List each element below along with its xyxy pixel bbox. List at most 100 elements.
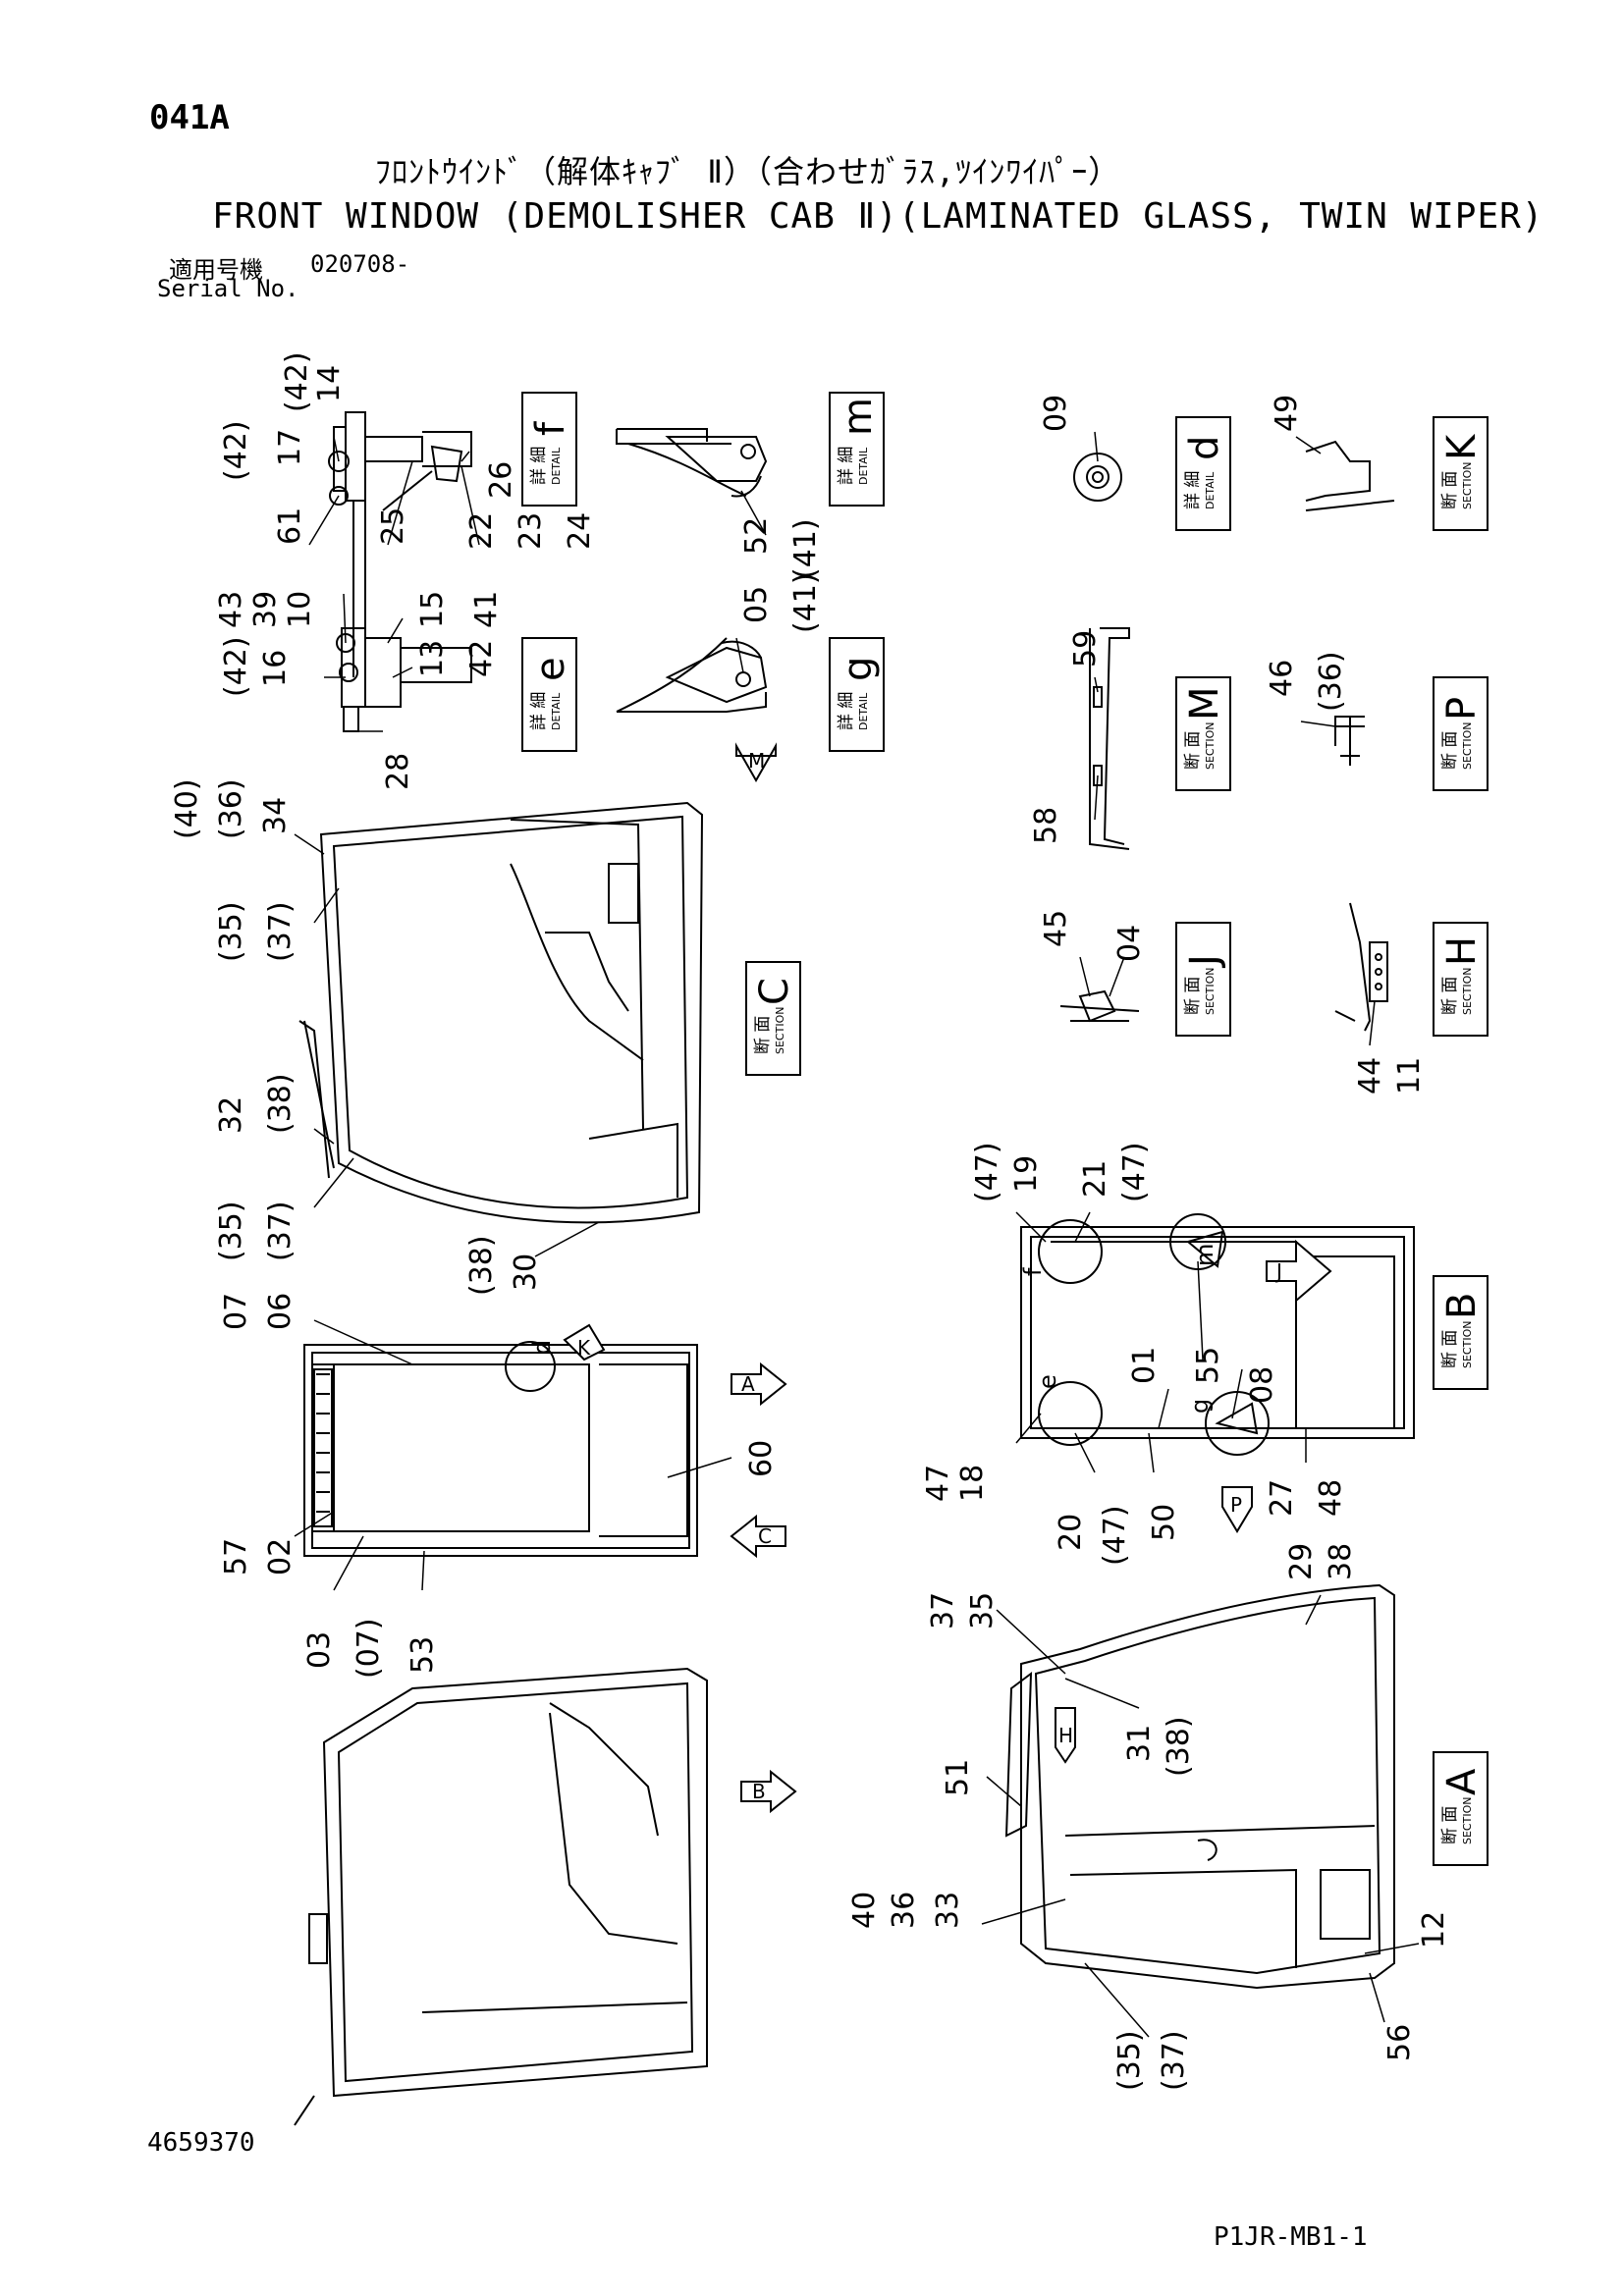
tag-detail-m: m 詳 細 DETAIL — [829, 392, 885, 507]
callout-16: 16 — [258, 650, 293, 687]
marker-d: d — [528, 1340, 556, 1355]
svg-text:e: e — [528, 657, 573, 681]
svg-text:f: f — [528, 421, 573, 436]
callout-26: 26 — [484, 461, 518, 499]
svg-text:C: C — [752, 978, 797, 1005]
callout-25: 25 — [376, 507, 410, 545]
section-j-drawing — [1059, 989, 1140, 1023]
svg-text:J: J — [1182, 954, 1227, 969]
callout-15: 15 — [415, 591, 450, 628]
svg-text:詳 細: 詳 細 — [837, 447, 856, 485]
svg-text:SECTION: SECTION — [1461, 1321, 1474, 1368]
svg-text:B: B — [1439, 1293, 1485, 1319]
callout-36a: (36) — [214, 778, 248, 839]
footer-page-code: P1JR-MB1-1 — [1214, 2222, 1368, 2252]
tag-section-b: B 断 面 SECTION — [1433, 1275, 1489, 1390]
callout-51: 51 — [941, 1759, 975, 1796]
callout-17: 17 — [273, 429, 307, 466]
tag-section-k: K 断 面 SECTION — [1433, 416, 1489, 531]
svg-text:詳 細: 詳 細 — [837, 692, 856, 730]
svg-text:M: M — [1182, 686, 1227, 721]
callout-47c: 47 — [921, 1465, 955, 1502]
detail-e-drawing — [336, 627, 472, 732]
svg-text:断 面: 断 面 — [1440, 471, 1460, 509]
svg-text:詳 細: 詳 細 — [529, 692, 549, 730]
callout-23: 23 — [514, 512, 548, 550]
section-a-drawing — [1004, 1583, 1395, 1990]
callout-19: 19 — [1009, 1155, 1044, 1193]
callout-30: 30 — [509, 1254, 543, 1291]
callout-40b: 40 — [847, 1892, 882, 1929]
svg-text:SECTION: SECTION — [1204, 722, 1217, 770]
svg-text:H: H — [1439, 936, 1485, 966]
callout-37c: 37 — [926, 1592, 960, 1629]
section-c-drawing — [298, 801, 704, 1224]
svg-text:詳 細: 詳 細 — [1183, 471, 1203, 509]
callout-06: 06 — [263, 1293, 298, 1330]
callout-20: 20 — [1054, 1514, 1088, 1551]
callout-35c: 35 — [965, 1592, 1000, 1629]
callout-53: 53 — [406, 1636, 440, 1674]
tag-section-m: M 断 面 SECTION — [1175, 676, 1231, 791]
svg-text:d: d — [1182, 436, 1227, 460]
svg-text:g: g — [836, 657, 881, 681]
serial-value: 020708- — [310, 250, 410, 278]
callout-50: 50 — [1147, 1504, 1181, 1541]
callout-38a: (38) — [263, 1073, 298, 1134]
callout-08: 08 — [1245, 1366, 1279, 1404]
view-label-a: A — [741, 1372, 755, 1396]
callout-42d: 42 — [464, 640, 499, 677]
callout-32: 32 — [214, 1096, 248, 1134]
callout-04: 04 — [1112, 925, 1147, 962]
callout-61: 61 — [273, 507, 307, 545]
callout-02: 02 — [263, 1538, 298, 1575]
callout-47a: (47) — [970, 1142, 1004, 1202]
view-arrow-h — [1055, 1707, 1076, 1764]
callout-03: 03 — [302, 1631, 337, 1669]
callout-09: 09 — [1039, 395, 1073, 432]
detail-g-drawing — [616, 637, 768, 713]
callout-47d: (47) — [1098, 1505, 1132, 1566]
callout-47b: (47) — [1117, 1142, 1152, 1202]
callout-58: 58 — [1029, 807, 1063, 844]
callout-41a: 41 — [469, 591, 504, 628]
svg-text:詳 細: 詳 細 — [529, 447, 549, 485]
callout-21: 21 — [1078, 1160, 1112, 1198]
callout-34: 34 — [258, 797, 293, 834]
callout-41b: (41) — [788, 518, 823, 579]
svg-text:m: m — [836, 398, 881, 436]
title-english: FRONT WINDOW (DEMOLISHER CAB Ⅱ)(LAMINATE… — [212, 196, 1544, 237]
detail-d-drawing — [1073, 453, 1122, 502]
svg-text:DETAIL: DETAIL — [550, 447, 563, 485]
svg-text:A: A — [1439, 1768, 1485, 1795]
callout-33: 33 — [931, 1892, 965, 1929]
serial-label-japanese: 適用号機 — [169, 256, 263, 284]
callout-40a: (40) — [170, 778, 204, 839]
callout-36c: 36 — [887, 1892, 921, 1929]
callout-37a: (37) — [263, 901, 298, 962]
callout-18: 18 — [955, 1465, 990, 1502]
callout-10: 10 — [283, 591, 317, 628]
tag-section-p: P 断 面 SECTION — [1433, 676, 1489, 791]
callout-24: 24 — [563, 512, 597, 550]
callout-56: 56 — [1382, 2024, 1417, 2061]
callout-27: 27 — [1265, 1479, 1299, 1517]
tag-detail-g: g 詳 細 DETAIL — [829, 637, 885, 752]
callout-49: 49 — [1270, 395, 1304, 432]
svg-text:SECTION: SECTION — [1461, 968, 1474, 1015]
callout-38b: (38) — [464, 1235, 499, 1296]
leader-lines — [294, 431, 1420, 2038]
view-label-b: B — [752, 1780, 766, 1803]
section-p-drawing — [1334, 716, 1365, 766]
view-label-k: K — [577, 1336, 591, 1360]
section-k-drawing — [1305, 440, 1395, 511]
callout-29: 29 — [1284, 1543, 1319, 1580]
tag-detail-e: e 詳 細 DETAIL — [521, 637, 577, 752]
svg-text:SECTION: SECTION — [1461, 722, 1474, 770]
callout-42c: (42) — [219, 636, 253, 697]
callout-05: 05 — [739, 586, 774, 623]
view-arrow-c — [730, 1514, 786, 1559]
section-m-drawing — [1089, 627, 1130, 850]
svg-text:DETAIL: DETAIL — [857, 692, 870, 730]
svg-text:DETAIL: DETAIL — [857, 447, 870, 485]
